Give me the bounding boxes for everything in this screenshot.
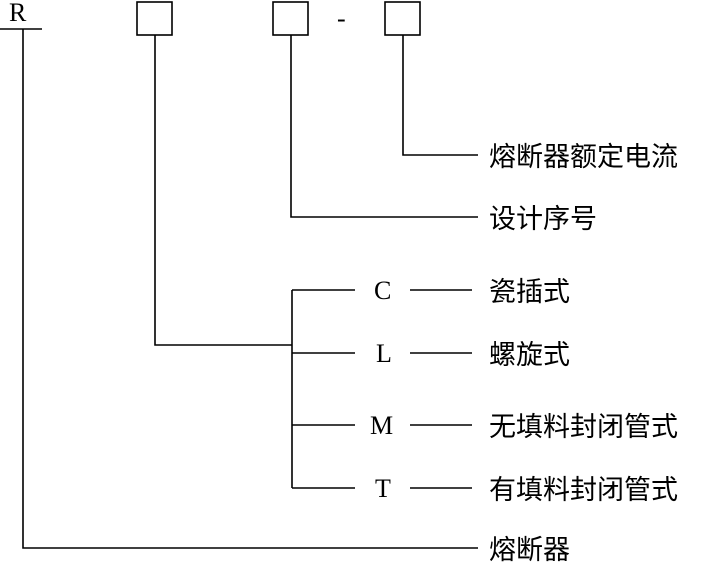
type-code-box	[136, 1, 173, 36]
type-l-code: L	[376, 339, 392, 368]
type-l-label: 螺旋式	[489, 340, 570, 371]
rated-current-box	[384, 1, 421, 36]
type-t-label: 有填料封闭管式	[489, 475, 678, 506]
prefix-letter: R	[9, 0, 27, 27]
fuse-label: 熔断器	[489, 535, 570, 563]
design-serial-box	[272, 1, 309, 36]
type-c-code: C	[374, 276, 391, 305]
fuse-leader	[22, 29, 478, 549]
rated-current-label: 熔断器额定电流	[489, 142, 678, 173]
design-serial-leader	[290, 35, 478, 218]
type-c-label: 瓷插式	[489, 277, 570, 308]
type-m-label: 无填料封闭管式	[489, 412, 678, 443]
type-code-leader	[154, 35, 292, 346]
separator-dash: -	[337, 4, 346, 33]
type-m-code: M	[370, 411, 393, 440]
type-t-code: T	[375, 474, 391, 503]
design-serial-label: 设计序号	[489, 204, 597, 235]
rated-current-leader	[402, 35, 478, 156]
